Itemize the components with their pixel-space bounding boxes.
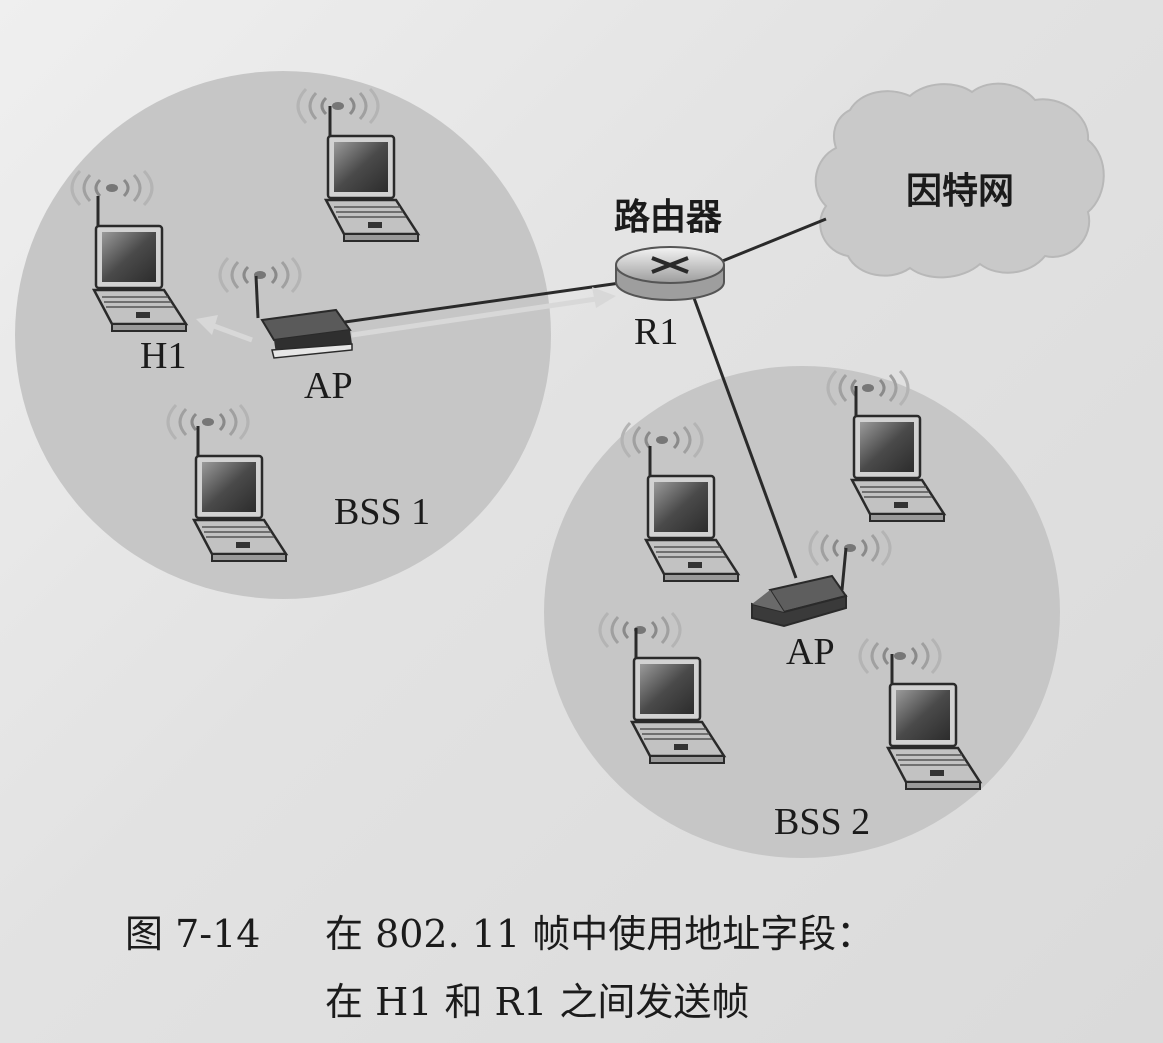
caption-number: 图 7-14: [125, 912, 261, 956]
bss2-label: BSS 2: [774, 801, 871, 843]
router-name-label: 路由器: [614, 197, 723, 238]
access-point-icon: [254, 275, 353, 359]
figure-caption: 图 7-14 在 802. 11 帧中使用地址字段： 在 H1 和 R1 之间发送…: [125, 900, 874, 1036]
frame-arrow-ap-to-router: [351, 287, 616, 338]
frame-arrow-ap-to-h1: [196, 315, 253, 343]
cloud-icon: [814, 82, 1105, 279]
ap1-label: AP: [304, 365, 353, 407]
internet-label: 因特网: [906, 171, 1015, 212]
bss1-label: BSS 1: [334, 491, 431, 533]
link-router-internet: [719, 217, 827, 264]
caption-text-1: 在 802. 11 帧中使用地址字段：: [325, 912, 875, 956]
link-ap1-router: [344, 281, 621, 324]
ap2-label: AP: [786, 631, 835, 673]
access-point-icon: [751, 547, 848, 628]
caption-line-1: 图 7-14 在 802. 11 帧中使用地址字段：: [125, 900, 874, 968]
link-router-ap2: [692, 297, 798, 579]
router-id-label: R1: [634, 311, 679, 353]
host-h1-label: H1: [140, 335, 187, 377]
caption-line-2: 在 H1 和 R1 之间发送帧: [325, 980, 750, 1024]
router-icon: [615, 246, 725, 301]
